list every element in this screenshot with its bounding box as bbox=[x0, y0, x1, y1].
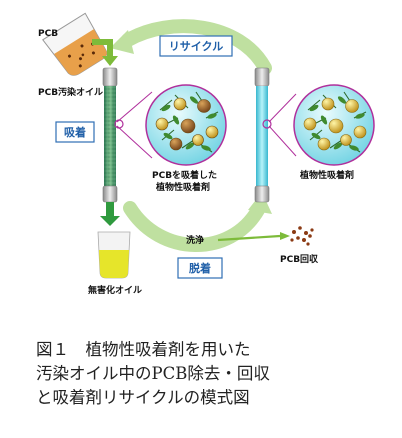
recycle-label: リサイクル bbox=[169, 40, 223, 53]
recycle-arrow bbox=[121, 19, 272, 75]
adsorption-column bbox=[102, 67, 118, 203]
recovery-arrow bbox=[217, 234, 281, 242]
pcb-recovery-dots bbox=[290, 226, 314, 246]
detox-arrow bbox=[106, 202, 114, 218]
plant-agent-label: 植物性吸着剤 bbox=[299, 169, 354, 181]
adsorbed-agent-bubble bbox=[145, 84, 227, 166]
recycle-box: リサイクル bbox=[159, 35, 233, 57]
pcb-recovery-label: PCB回収 bbox=[280, 253, 319, 265]
wash-arrow bbox=[123, 201, 265, 252]
desorption-box: 脱着 bbox=[177, 257, 223, 279]
adsorbed-agent-label-line2: 植物性吸着剤 bbox=[155, 181, 210, 193]
adsorbed-agent-label-line1: PCBを吸着した bbox=[152, 169, 217, 181]
contaminated-oil-label: PCB汚染オイル bbox=[38, 86, 103, 98]
adsorption-label: 吸着 bbox=[64, 125, 86, 139]
plant-agent-bubble bbox=[293, 84, 375, 166]
pour-arrow-head bbox=[102, 56, 118, 66]
detoxified-oil-beaker bbox=[97, 231, 131, 279]
regenerated-column bbox=[254, 67, 270, 203]
desorption-label: 脱着 bbox=[189, 261, 211, 275]
figure-caption: 図１ 植物性吸着剤を用いた 汚染オイル中のPCB除去・回収 と吸着剤リサイクルの… bbox=[36, 338, 376, 410]
wash-label: 洗浄 bbox=[186, 234, 204, 246]
pcb-label: PCB bbox=[38, 29, 58, 39]
caption-line-1: 図１ 植物性吸着剤を用いた bbox=[36, 340, 251, 359]
magnifier-lines bbox=[116, 91, 297, 159]
contaminated-oil-beaker bbox=[42, 12, 108, 76]
detoxified-oil-label: 無害化オイル bbox=[88, 284, 142, 296]
adsorption-box: 吸着 bbox=[55, 121, 95, 143]
recycle-arrow-head bbox=[110, 30, 134, 54]
caption-line-3: と吸着剤リサイクルの模式図 bbox=[36, 388, 250, 407]
caption-line-2: 汚染オイル中のPCB除去・回収 bbox=[36, 364, 270, 383]
wash-arrow-head bbox=[248, 192, 272, 214]
